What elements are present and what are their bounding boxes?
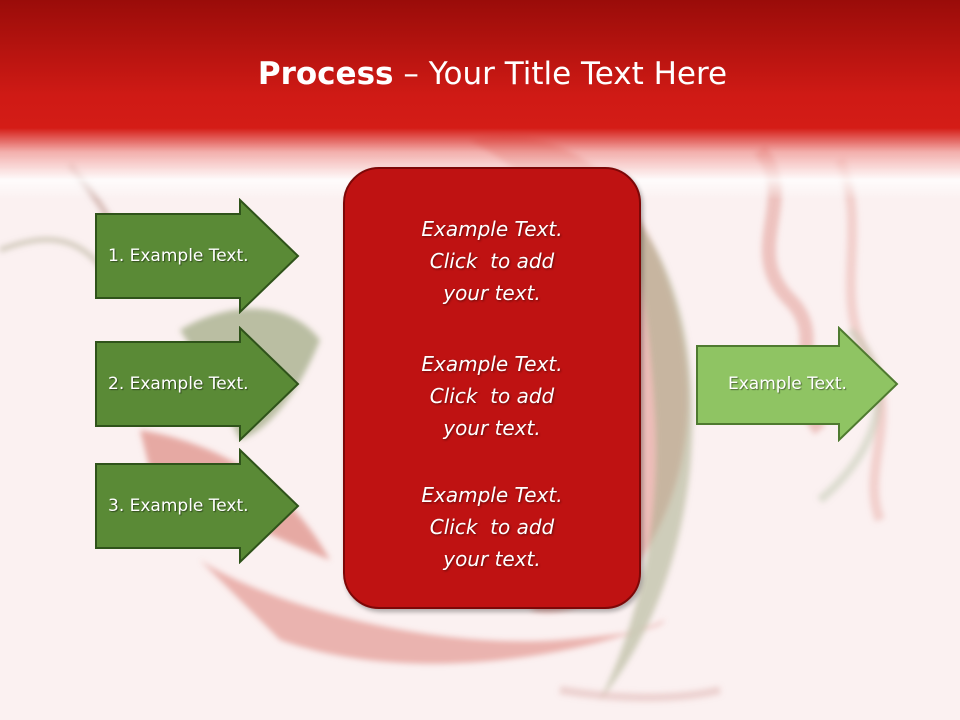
- title-rest-part: – Your Title Text Here: [393, 56, 728, 92]
- center-text-block-3: Example Text. Click to add your text.: [345, 479, 639, 575]
- center-text-line: Example Text.: [421, 483, 563, 507]
- left-arrow-3[interactable]: 3. Example Text.: [94, 448, 300, 564]
- right-arrow-shape: [95, 198, 300, 314]
- center-text-block-1: Example Text. Click to add your text.: [345, 213, 639, 309]
- center-text-line: your text.: [443, 416, 541, 440]
- left-arrow-1[interactable]: 1. Example Text.: [94, 198, 300, 314]
- right-arrow-shape: [95, 326, 300, 442]
- right-arrow-shape: [95, 448, 300, 564]
- left-arrow-2[interactable]: 2. Example Text.: [94, 326, 300, 442]
- arrow-label: 2. Example Text.: [108, 374, 249, 394]
- center-text-line: Example Text.: [421, 352, 563, 376]
- title-bold-part: Process: [257, 56, 394, 92]
- center-text-line: Example Text.: [421, 217, 563, 241]
- center-text-line: your text.: [443, 547, 541, 571]
- right-arrow[interactable]: Example Text.: [695, 326, 899, 442]
- title-bar: [0, 0, 960, 200]
- center-text-line: Click to add: [429, 515, 555, 539]
- center-text-line: your text.: [443, 281, 541, 305]
- center-text-box[interactable]: Example Text. Click to add your text. Ex…: [343, 167, 641, 609]
- center-text-line: Click to add: [429, 249, 555, 273]
- center-text-block-2: Example Text. Click to add your text.: [345, 348, 639, 444]
- right-arrow-shape: [696, 326, 899, 442]
- arrow-label: 1. Example Text.: [108, 246, 249, 266]
- arrow-label: 3. Example Text.: [108, 496, 249, 516]
- slide-title[interactable]: Process – Your Title Text Here: [0, 52, 960, 96]
- arrow-label: Example Text.: [728, 374, 847, 394]
- center-text-line: Click to add: [429, 384, 555, 408]
